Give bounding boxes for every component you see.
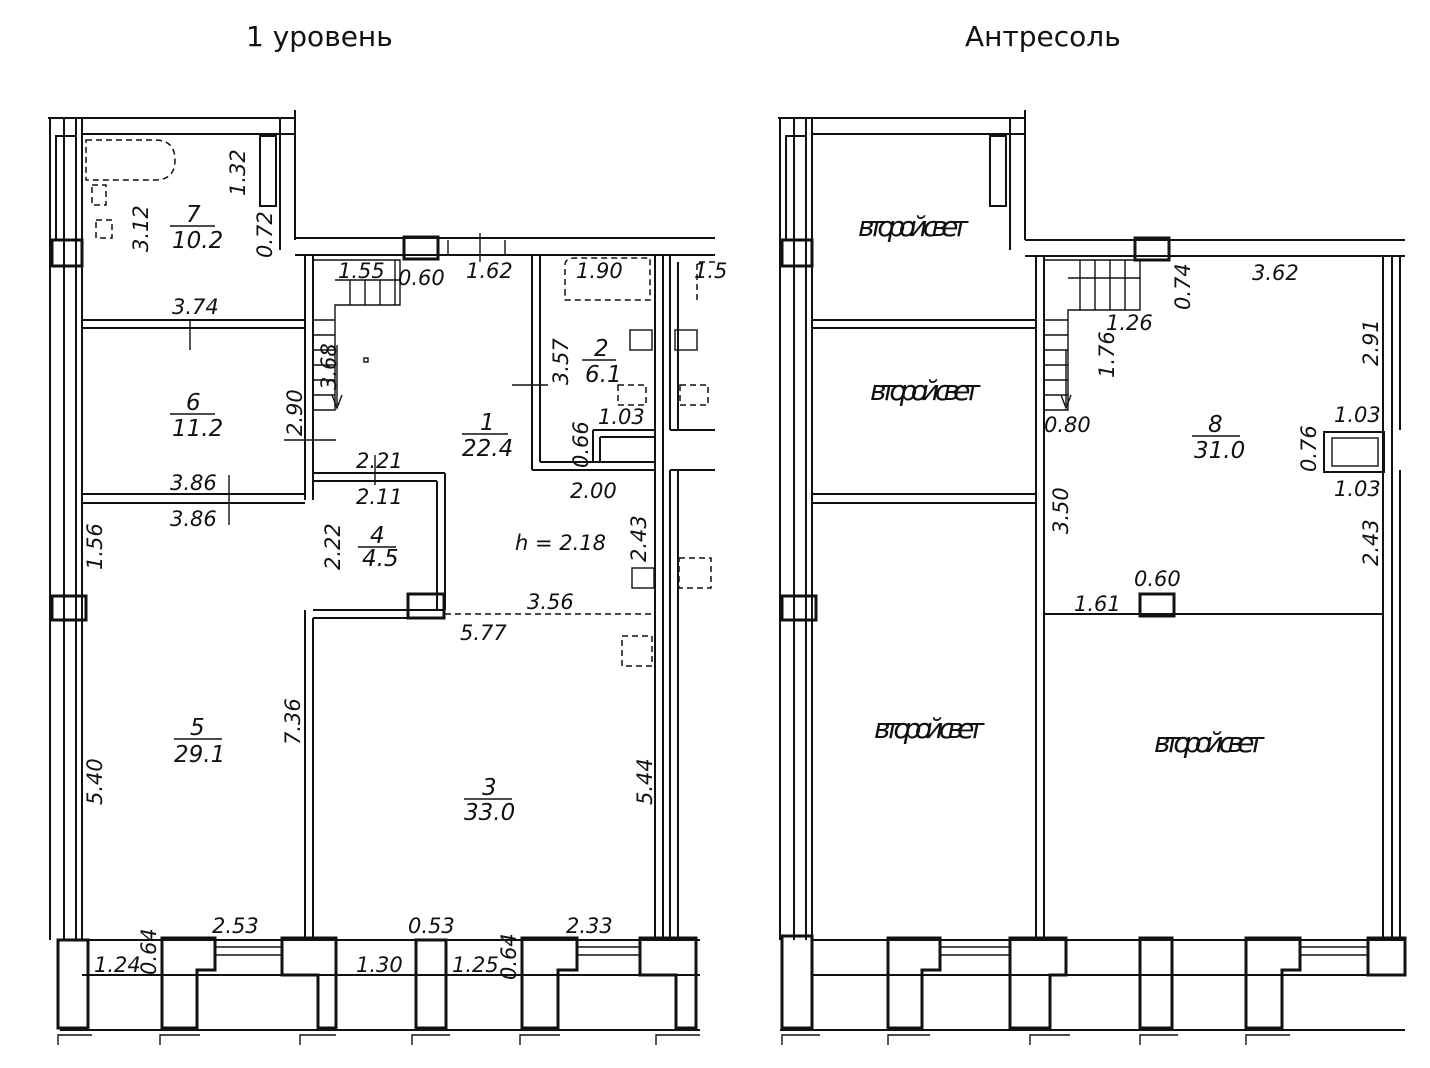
mezzanine-dimensions: 0.74 3.62 1.26 1.76 2.91 0.80 1.03 0.76 … xyxy=(1044,261,1383,616)
dim: 1.03 xyxy=(598,405,645,429)
dim: 3.68 xyxy=(317,343,341,390)
dim: 1.55 xyxy=(338,259,385,283)
room-4-number: 4 xyxy=(370,523,385,549)
dim: 1.56 xyxy=(83,523,107,570)
dim: 1.5 xyxy=(694,259,727,283)
room-1-area: 22.4 xyxy=(462,436,513,462)
room-6-area: 11.2 xyxy=(172,416,223,442)
level-1-room-labels: 7 10.2 6 11.2 1 22.4 2 6.1 4 4.5 5 29.1 … xyxy=(170,202,622,826)
level-1-dimensions: 1.32 3.12 0.72 3.74 2.90 1.55 0.60 1.62 … xyxy=(83,149,727,980)
dim: 0.64 xyxy=(497,933,521,980)
dim: 2.43 xyxy=(1359,519,1383,566)
room-5-area: 29.1 xyxy=(174,742,225,768)
dim: 0.60 xyxy=(398,266,445,290)
level-1-stairs xyxy=(313,259,401,411)
room-5-number: 5 xyxy=(190,715,205,741)
dim: 3.50 xyxy=(1049,487,1073,534)
dim: 3.12 xyxy=(129,205,153,252)
mezzanine-heading: Антресоль xyxy=(965,20,1121,53)
dim: 2.11 xyxy=(356,485,403,509)
dim: 7.36 xyxy=(281,698,305,745)
dim: 2.21 xyxy=(356,449,403,473)
room-1-number: 1 xyxy=(480,410,495,436)
dim: 1.25 xyxy=(452,953,499,977)
level-1-plan xyxy=(48,110,715,1045)
dim: 3.57 xyxy=(549,338,573,385)
dim: 1.90 xyxy=(576,259,623,283)
dim: 0.74 xyxy=(1171,263,1195,310)
dim: 0.64 xyxy=(137,928,161,975)
dim: 1.03 xyxy=(1334,403,1381,427)
level-1-heading: 1 уровень xyxy=(246,20,393,53)
dim: 1.03 xyxy=(1334,477,1381,501)
dim: 1.61 xyxy=(1074,592,1121,616)
room-2-area: 6.1 xyxy=(585,362,622,388)
dim: 2.22 xyxy=(321,523,345,570)
dim: 0.66 xyxy=(569,421,593,468)
second-light-label: второй свет xyxy=(1154,726,1265,759)
dim: 1.62 xyxy=(466,259,513,283)
dim: 2.90 xyxy=(283,389,307,436)
dim: 5.77 xyxy=(460,621,507,645)
room-3-area: 33.0 xyxy=(464,800,515,826)
dim: 3.62 xyxy=(1252,261,1299,285)
dim: 0.60 xyxy=(1134,567,1181,591)
dim: 2.33 xyxy=(566,914,613,938)
room-6-number: 6 xyxy=(186,390,201,416)
ceiling-height-note: h = 2.18 xyxy=(515,531,606,555)
dim: 1.30 xyxy=(356,953,403,977)
dim: 1.76 xyxy=(1095,331,1119,378)
dim: 0.76 xyxy=(1297,425,1321,472)
mezzanine-stairs xyxy=(1044,259,1141,411)
mezzanine-plan xyxy=(778,110,1407,1045)
dim: 2.00 xyxy=(570,479,617,503)
dim: 3.86 xyxy=(170,471,217,495)
room-8-number: 8 xyxy=(1208,412,1223,438)
dim: 0.72 xyxy=(253,211,277,258)
second-light-label: второй свет xyxy=(870,374,981,407)
room-7-area: 10.2 xyxy=(172,228,223,254)
room-2-number: 2 xyxy=(594,336,609,362)
dim: 5.44 xyxy=(633,758,657,805)
second-light-label: второй свет xyxy=(858,210,969,243)
dim: 0.80 xyxy=(1044,413,1091,437)
dim: 1.26 xyxy=(1106,311,1153,335)
room-4-area: 4.5 xyxy=(362,546,399,572)
dim: 3.86 xyxy=(170,507,217,531)
dim: 5.40 xyxy=(83,758,107,805)
dim: 2.91 xyxy=(1359,319,1383,366)
dim: 3.74 xyxy=(172,295,219,319)
room-7-number: 7 xyxy=(186,202,201,228)
second-light-label: второй свет xyxy=(874,712,985,745)
mezzanine-labels: второй свет второй свет второй свет втор… xyxy=(858,210,1265,759)
dim: 2.53 xyxy=(212,914,259,938)
dim: 1.32 xyxy=(226,149,250,196)
room-3-number: 3 xyxy=(482,775,497,801)
dim: 2.43 xyxy=(627,515,651,562)
dim: 1.24 xyxy=(94,953,141,977)
dim: 3.56 xyxy=(527,590,574,614)
dim: 0.53 xyxy=(408,914,455,938)
room-8-area: 31.0 xyxy=(1194,438,1245,464)
